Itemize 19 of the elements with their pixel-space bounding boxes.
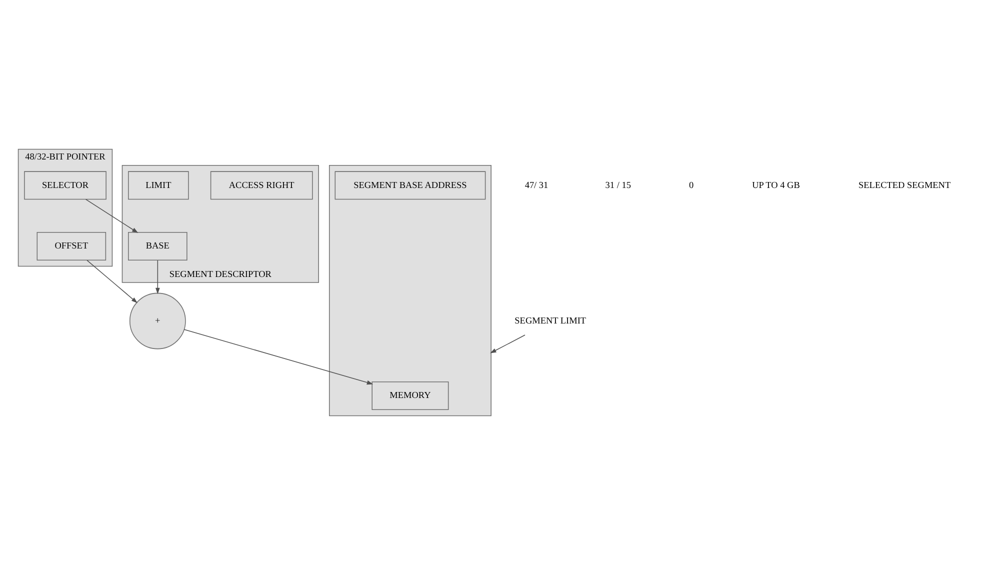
label: 0: [688, 180, 694, 190]
arrow: [490, 334, 526, 354]
arrow: [184, 329, 374, 385]
label: 47/ 31: [524, 180, 548, 190]
arrow: [156, 260, 160, 294]
node-box: MEMORY: [372, 382, 449, 410]
label: 31 / 15: [605, 180, 631, 190]
node-box: ACCESS RIGHT: [210, 171, 313, 200]
label: UP TO 4 GB: [752, 180, 800, 190]
node-box: SELECTOR: [24, 171, 106, 200]
node-box: LIMIT: [128, 171, 189, 200]
arrow: [86, 260, 138, 304]
label: SELECTED SEGMENT: [858, 180, 951, 190]
node-box: BASE: [128, 232, 188, 260]
arrow: [85, 198, 138, 233]
cluster: [329, 165, 492, 416]
node-box: SEGMENT BASE ADDRESS: [334, 171, 486, 200]
node-text: SEGMENT LIMIT: [514, 315, 586, 326]
node-box: OFFSET: [36, 232, 106, 260]
